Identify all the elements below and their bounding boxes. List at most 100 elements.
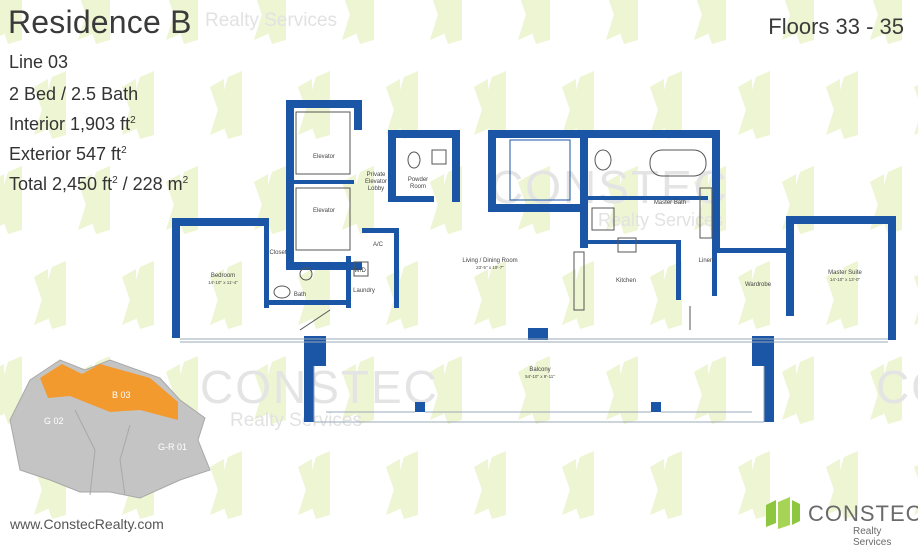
watermark-shape — [562, 71, 594, 139]
watermark-realty-left: Realty Services — [230, 410, 362, 431]
constec-logo-icon — [766, 497, 800, 529]
residence-title: Residence B — [8, 4, 192, 40]
watermark-shape — [738, 261, 770, 329]
label-powder-2: Room — [410, 184, 426, 190]
watermark-shape — [650, 71, 682, 139]
label-master-suite: Master Suite — [828, 270, 862, 276]
constec-logo-subtitle: Realty Services — [853, 526, 892, 548]
label-lobby-3: Lobby — [368, 186, 384, 192]
watermark-shape — [870, 0, 902, 44]
keyplan-label-b: B 03 — [112, 390, 131, 400]
watermark-shape — [650, 451, 682, 519]
watermark-shape — [606, 0, 638, 44]
watermark-shape — [254, 0, 286, 44]
watermark-shape — [694, 356, 726, 424]
watermark-shape — [386, 451, 418, 519]
label-linen: Linen — [699, 258, 714, 264]
fixtures — [273, 111, 713, 331]
label-closet: Closet — [269, 250, 286, 256]
label-lobby-2: Elevator — [365, 179, 387, 185]
watermark-shape — [474, 71, 506, 139]
watermark-shape — [254, 166, 286, 234]
spec-interior: Interior 1,903 ft2 — [9, 114, 136, 134]
label-bedroom: Bedroom — [211, 273, 235, 279]
watermark-shape — [254, 356, 286, 424]
keyplan-labels: B 03 G 02 G-R 01 — [44, 390, 187, 452]
watermark-shape — [210, 451, 242, 519]
watermark-shape — [122, 71, 154, 139]
watermark-shape — [298, 451, 330, 519]
watermark-shape — [34, 71, 66, 139]
label-wd: W/D — [354, 268, 366, 274]
label-kitchen: Kitchen — [616, 278, 636, 284]
keyplan-label-g: G 02 — [44, 416, 64, 426]
watermark-shape — [518, 0, 550, 44]
watermark-shape — [694, 0, 726, 44]
label-living: Living / Dining Room — [462, 258, 517, 264]
watermark-shape — [738, 451, 770, 519]
label-balcony-dim: 54'-10" x 9'-11" — [525, 374, 555, 379]
watermark-shape — [606, 356, 638, 424]
watermark-shape — [430, 356, 462, 424]
label-master-suite-dim: 14'-10" x 13'-0" — [830, 277, 861, 282]
website-url[interactable]: www.ConstecRealty.com — [10, 516, 164, 532]
watermark-shape — [78, 166, 110, 234]
watermark-shape — [782, 356, 814, 424]
label-powder-1: Powder — [408, 177, 428, 183]
watermark-shape — [386, 71, 418, 139]
watermark-shape — [738, 71, 770, 139]
label-elevator-2: Elevator — [313, 208, 335, 214]
watermark-shape — [210, 261, 242, 329]
watermark-shape — [562, 451, 594, 519]
spec-exterior: Exterior 547 ft2 — [9, 144, 127, 164]
label-master-bath: Master Bath — [654, 200, 686, 206]
watermark-shape — [298, 261, 330, 329]
watermark-shape — [210, 71, 242, 139]
label-wardrobe: Wardrobe — [745, 282, 772, 288]
glass-lines — [180, 338, 888, 423]
watermark-shape — [870, 356, 902, 424]
watermark-shape — [0, 0, 22, 44]
watermark-shape — [122, 261, 154, 329]
label-living-dim: 23'-5" x 19'-7" — [476, 265, 504, 270]
label-ac: A/C — [373, 242, 384, 248]
label-bedroom-dim: 14'-10" x 11'-4" — [208, 280, 238, 285]
watermark-shape — [166, 0, 198, 44]
watermark-shape — [826, 261, 858, 329]
watermark-shape — [0, 166, 22, 234]
label-elevator-1: Elevator — [313, 154, 335, 160]
watermark-shape — [826, 71, 858, 139]
watermark-shape — [518, 356, 550, 424]
floors-label: Floors 33 - 35 — [768, 14, 904, 39]
watermark-realty-mid: Realty Services — [598, 210, 724, 230]
spec-line: Line 03 — [9, 52, 69, 72]
label-laundry: Laundry — [353, 288, 375, 294]
spec-beds: 2 Bed / 2.5 Bath — [9, 84, 139, 104]
watermark-shape — [650, 261, 682, 329]
watermark-shape — [782, 0, 814, 44]
watermark-constec-right: CONSTEC — [876, 361, 918, 413]
watermark-shape — [342, 356, 374, 424]
watermark-shape — [826, 451, 858, 519]
watermark-shape — [474, 451, 506, 519]
keyplan-unit-b — [40, 364, 178, 420]
spec-total: Total 2,450 ft2 / 228 m2 — [9, 174, 189, 194]
plan-walls — [172, 100, 896, 422]
watermark-shape — [34, 261, 66, 329]
watermark-constec-left: CONSTEC — [200, 361, 439, 413]
watermark-text-top: Realty Services — [205, 10, 337, 31]
constec-logo-name: CONSTEC — [808, 501, 918, 526]
label-balcony: Balcony — [529, 367, 550, 373]
watermark-shape — [342, 0, 374, 44]
watermark-shape — [562, 261, 594, 329]
watermark-shape — [430, 0, 462, 44]
watermark-shape — [78, 0, 110, 44]
room-labels: Elevator Elevator Private Elevator Lobby… — [208, 154, 862, 379]
keyplan-label-gr: G-R 01 — [158, 442, 187, 452]
label-bath: Bath — [294, 292, 306, 298]
label-lobby-1: Private — [367, 172, 386, 178]
watermark-shape — [474, 261, 506, 329]
watermark-shape — [166, 166, 198, 234]
